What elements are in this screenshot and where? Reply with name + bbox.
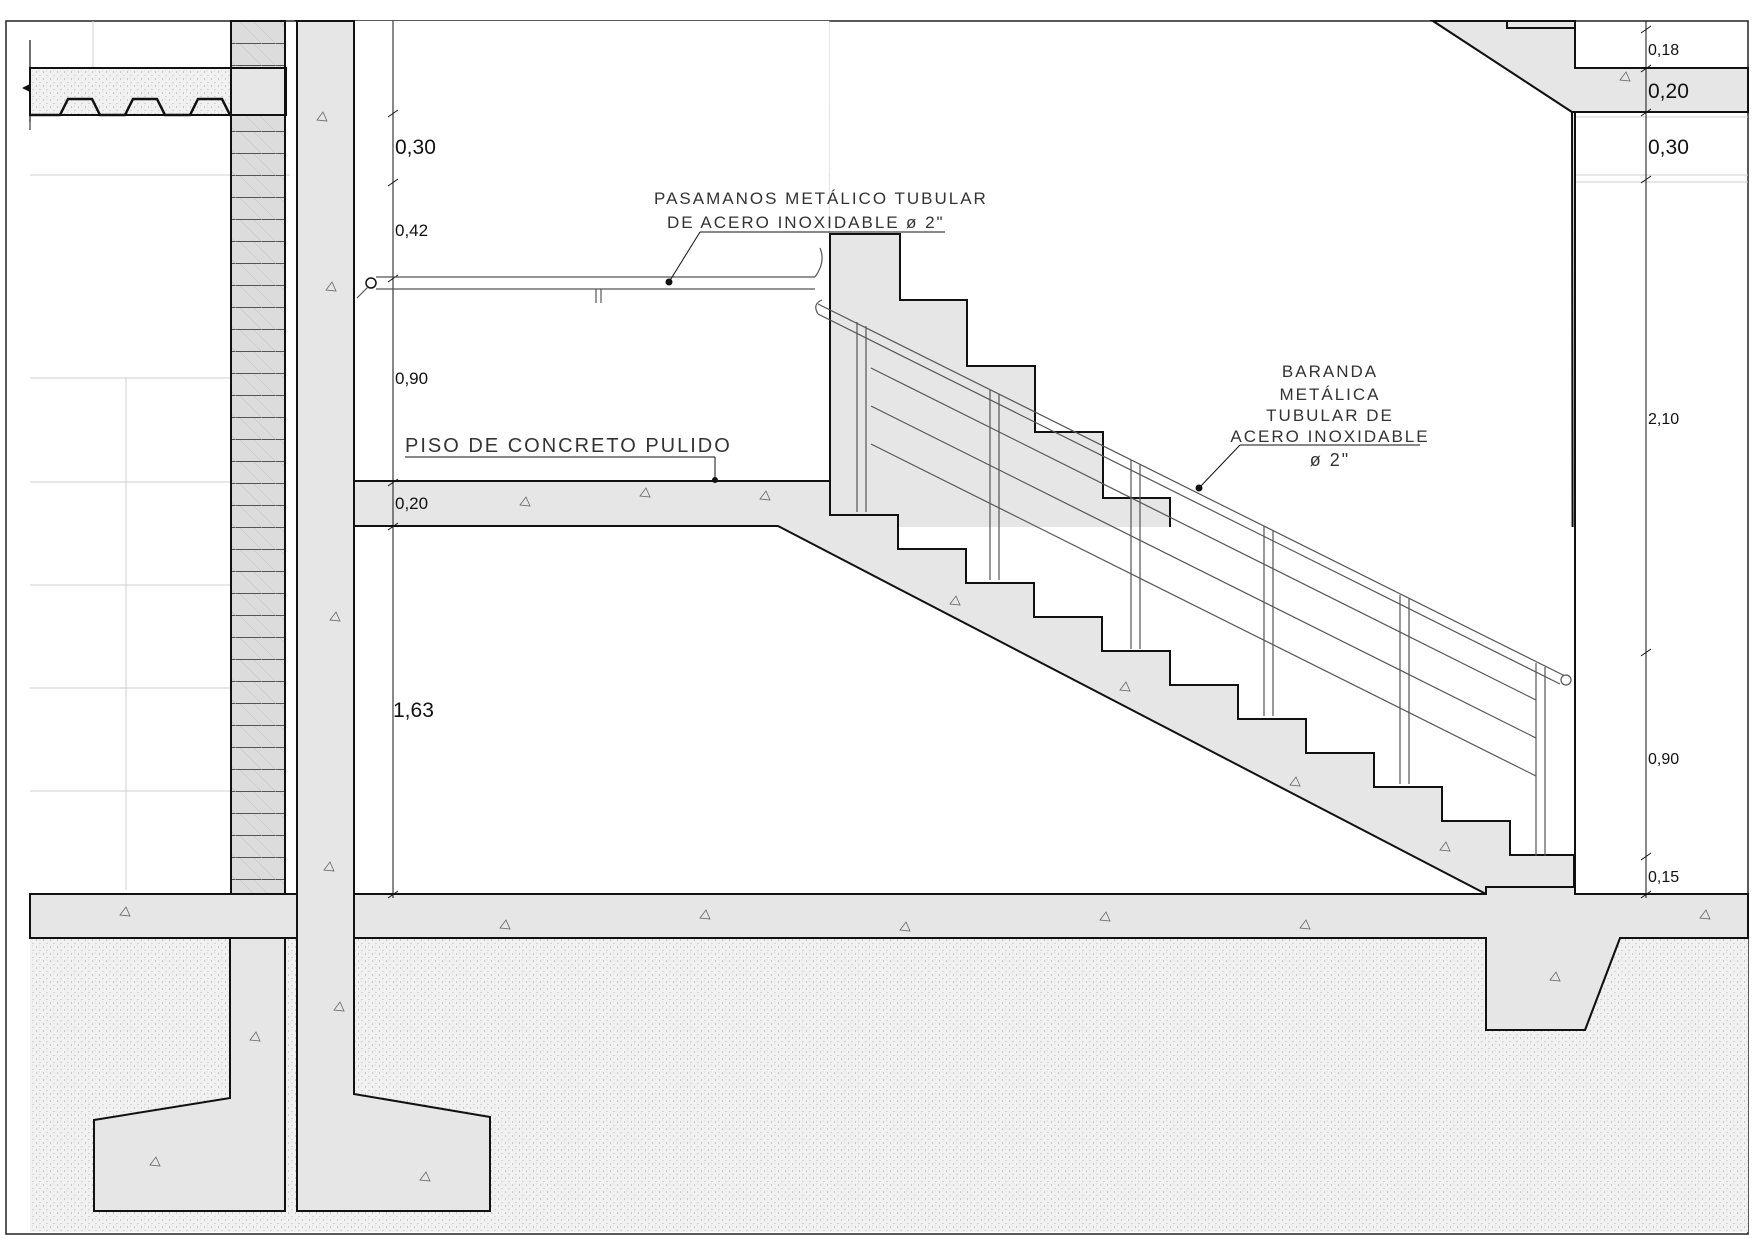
railing-note-diameter: ø 2" xyxy=(1310,450,1350,470)
wall-handrail xyxy=(356,247,823,303)
leader-lines xyxy=(405,231,1420,492)
dim-0-90-left: 0,90 xyxy=(395,369,428,388)
dim-0-15-right: 0,15 xyxy=(1648,869,1679,886)
handrail-note-line2: DE ACERO INOXIDABLE xyxy=(667,213,900,232)
ground-floor-slab xyxy=(29,893,298,939)
dim-0-30-left: 0,30 xyxy=(395,136,436,159)
upper-flight xyxy=(1429,20,1749,113)
dim-0-90-right: 0,90 xyxy=(1648,751,1679,768)
dim-0-20-left: 0,20 xyxy=(395,494,428,513)
left-dimension-line xyxy=(387,21,399,899)
railing-note-line1: BARANDA xyxy=(1282,362,1378,381)
brick-wall xyxy=(230,20,286,895)
main-floor-slab xyxy=(353,886,1749,1031)
sheet-border xyxy=(5,20,1749,1235)
dim-0-18-right: 0,18 xyxy=(1648,42,1679,59)
wall-and-footing xyxy=(296,20,491,1212)
handrail-note-diameter: ø 2" xyxy=(906,213,945,232)
handrail-note-line1: PASAMANOS METÁLICO TUBULAR xyxy=(654,189,988,208)
aggregate-marks xyxy=(119,71,1711,1182)
landing-slab xyxy=(353,480,1575,895)
dim-1-63-left: 1,63 xyxy=(393,699,434,722)
floor-note: PISO DE CONCRETO PULIDO xyxy=(405,435,732,457)
railing-note-line4: ACERO INOXIDABLE xyxy=(1230,427,1429,446)
dim-0-30-right: 0,30 xyxy=(1648,136,1689,159)
railing-note-line2: METÁLICA xyxy=(1279,385,1380,404)
railing-note-line3: TUBULAR DE xyxy=(1266,406,1394,425)
dim-0-20-right: 0,20 xyxy=(1648,80,1689,103)
dim-2-10-right: 2,10 xyxy=(1648,411,1679,428)
right-dimension-line xyxy=(1640,21,1652,899)
stair-railing xyxy=(815,299,1572,856)
dim-0-42-left: 0,42 xyxy=(395,221,428,240)
